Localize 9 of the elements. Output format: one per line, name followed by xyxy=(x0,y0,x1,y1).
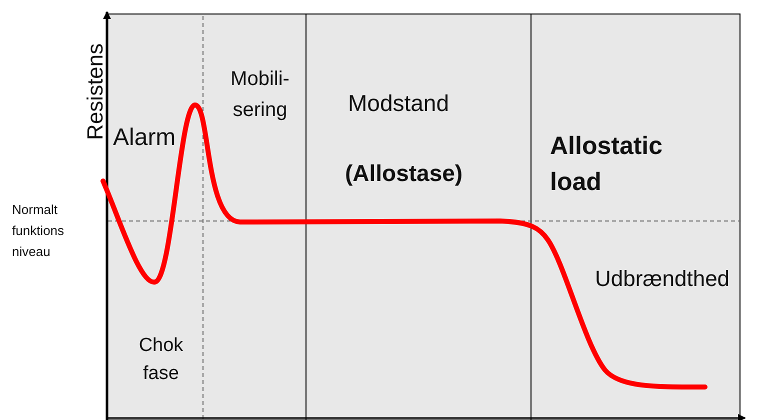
phase-label: Mobili- sering xyxy=(230,67,290,123)
phase-label: Chok fase xyxy=(138,334,184,386)
phase-label: (Allostase) xyxy=(345,160,463,186)
phase-label: Alarm xyxy=(113,124,176,152)
phase-label: Allostatic load xyxy=(550,131,664,198)
level-label: Normalt funktions niveau xyxy=(12,201,66,261)
phase-label: Modstand xyxy=(348,90,450,116)
axis-label: Resistens xyxy=(82,42,108,142)
phase-label: Udbrændthed xyxy=(595,266,730,292)
